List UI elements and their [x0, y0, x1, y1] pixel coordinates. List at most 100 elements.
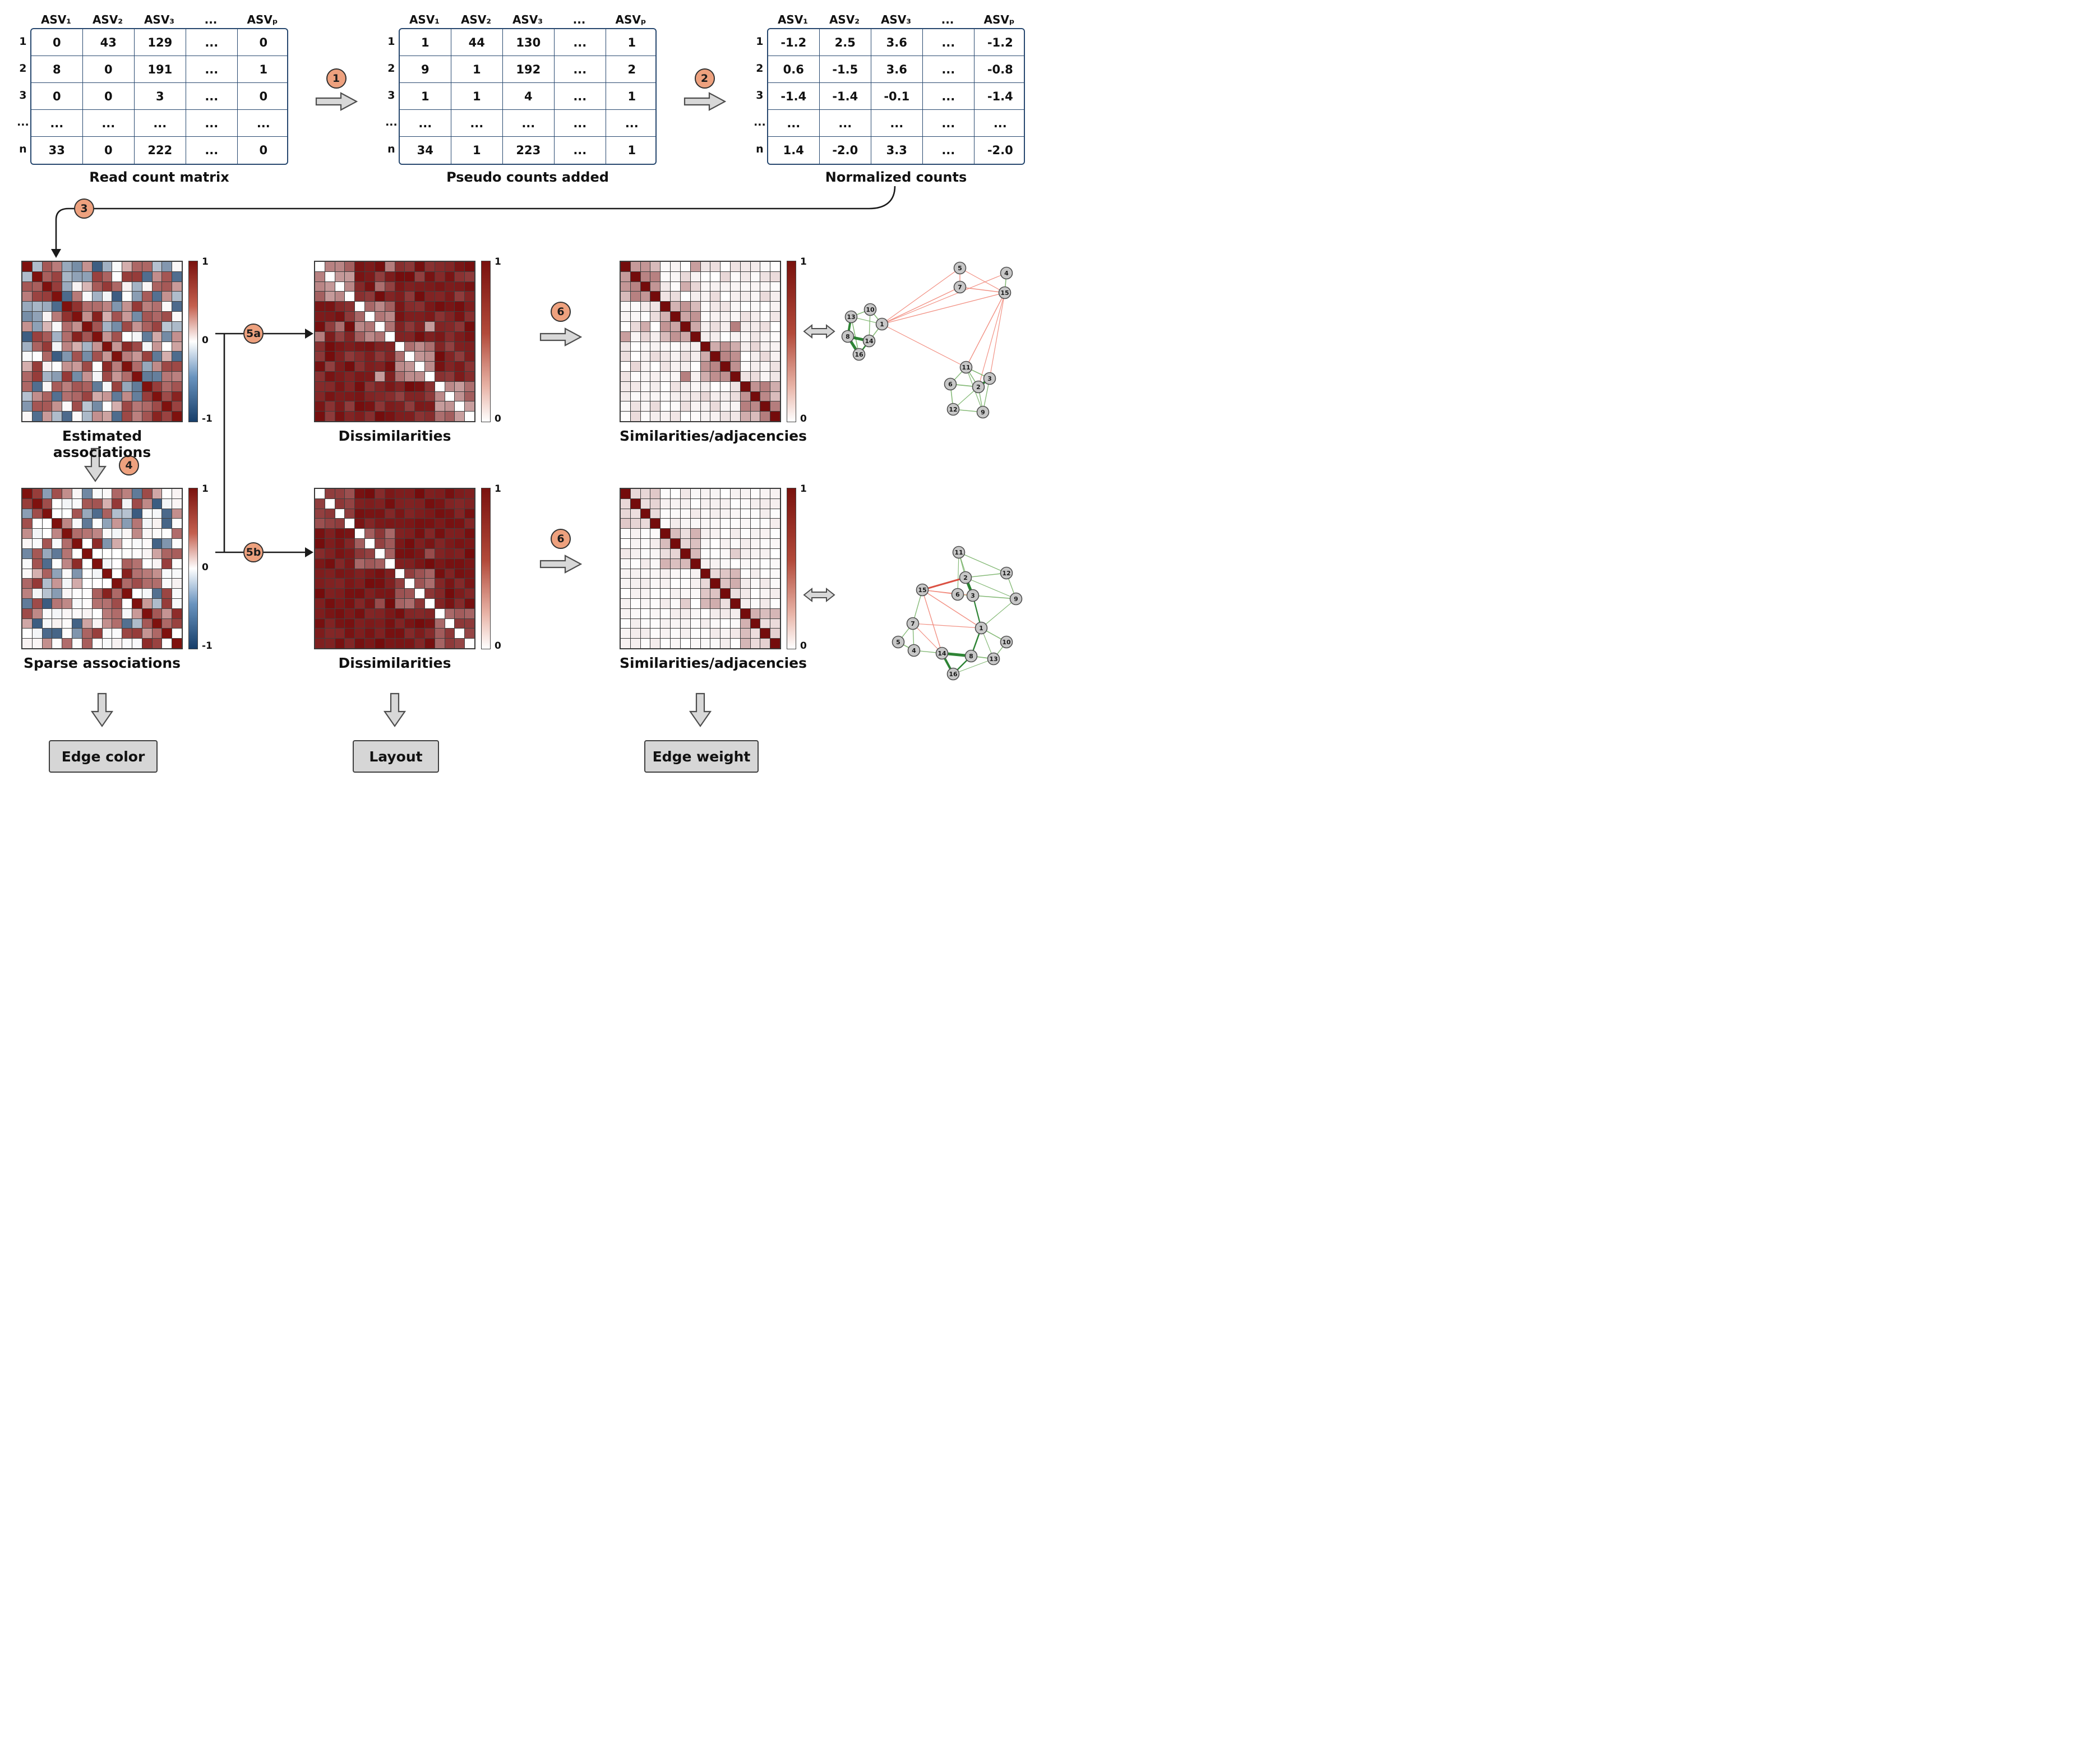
heatmap-cell	[630, 529, 640, 539]
heatmap-cell	[32, 629, 42, 639]
heatmap-cell	[770, 539, 780, 548]
heatmap-cell	[750, 529, 760, 539]
heatmap-cell	[730, 292, 740, 302]
heatmap-cell	[92, 629, 102, 639]
heatmap-cell	[690, 598, 700, 608]
heatmap-cell	[112, 341, 122, 352]
heatmap-cell	[102, 391, 112, 401]
network-edge	[881, 287, 960, 325]
heatmap-cell	[32, 618, 42, 629]
heatmap-cell	[122, 271, 132, 281]
heatmap-cell	[435, 312, 445, 321]
heatmap-cell	[435, 331, 445, 341]
heatmap-cell	[640, 352, 650, 362]
heatmap-cell	[760, 401, 770, 412]
heatmap-cell	[424, 412, 435, 421]
heatmap-cell	[375, 519, 385, 529]
heatmap-cell	[455, 321, 465, 331]
heatmap-cell	[142, 539, 152, 548]
heatmap-cell	[82, 519, 92, 529]
table-cell: 0	[237, 83, 287, 110]
heatmap-cell	[405, 589, 415, 598]
heatmap-cell	[640, 618, 650, 629]
heatmap-cell	[102, 598, 112, 608]
network-node: 15	[916, 583, 929, 597]
heatmap-cell	[465, 529, 474, 539]
heatmap-cell	[82, 271, 92, 281]
heatmap-cell	[365, 579, 375, 589]
heatmap-cell	[385, 331, 395, 341]
heatmap-cell	[424, 362, 435, 371]
heatmap-cell	[102, 548, 112, 558]
heatmap-cell	[720, 262, 730, 271]
heatmap-cell	[680, 281, 690, 292]
heatmap-cell	[445, 401, 455, 412]
heatmap-cell	[630, 321, 640, 331]
heatmap-cell	[172, 509, 182, 519]
heatmap-cell	[82, 281, 92, 292]
heatmap-cell	[122, 618, 132, 629]
heatmap-cell	[700, 281, 710, 292]
column-header: ASV₁	[40, 13, 72, 26]
heatmap-cell	[750, 558, 760, 569]
heatmap-cell	[162, 281, 172, 292]
step-1-group: 1	[314, 68, 359, 111]
heatmap-cell	[102, 529, 112, 539]
heatmap-cell	[661, 371, 671, 381]
heatmap-cell	[720, 271, 730, 281]
heatmap-cell	[315, 608, 325, 618]
network-edge	[922, 589, 973, 596]
table-cell: -1.4	[768, 83, 820, 110]
heatmap-cell	[315, 498, 325, 509]
heatmap-cell	[730, 489, 740, 498]
heatmap-cell	[770, 618, 780, 629]
heatmap-cell	[335, 629, 345, 639]
heatmap-cell	[465, 362, 474, 371]
node-circle	[953, 261, 967, 275]
heatmap-cell	[760, 292, 770, 302]
heatmap-cell	[720, 548, 730, 558]
network-node: 12	[1000, 566, 1013, 580]
heatmap-cell	[630, 569, 640, 579]
heatmap-cell	[112, 569, 122, 579]
heatmap-cell	[395, 381, 405, 391]
table-cell: ...	[819, 110, 871, 137]
heatmap-cell	[661, 608, 671, 618]
heatmap-cell	[355, 569, 365, 579]
heatmap-cell	[62, 331, 72, 341]
heatmap-cell	[395, 608, 405, 618]
heatmap-cell	[325, 548, 335, 558]
heatmap-cell	[315, 331, 325, 341]
heatmap-cell	[142, 321, 152, 331]
heatmap-cell	[152, 498, 162, 509]
row-header: 3	[387, 89, 395, 101]
heatmap-cell	[690, 362, 700, 371]
heatmap-cell	[82, 629, 92, 639]
network-node: 5	[953, 261, 967, 275]
heatmap-cell	[750, 579, 760, 589]
heatmap-cell	[650, 608, 661, 618]
heatmap-cell	[325, 352, 335, 362]
heatmap-cell	[315, 262, 325, 271]
colorbar-sequential	[787, 488, 796, 649]
heatmap-cell	[720, 529, 730, 539]
heatmap-cell	[405, 341, 415, 352]
heatmap-cell	[680, 331, 690, 341]
network-node: 2	[972, 380, 985, 394]
heatmap-cell	[405, 381, 415, 391]
heatmap-cell	[671, 262, 680, 271]
heatmap-cell	[455, 271, 465, 281]
heatmap-cell	[435, 362, 445, 371]
node-circle	[944, 377, 957, 391]
heatmap-cell	[650, 629, 661, 639]
heatmap-cell	[355, 412, 365, 421]
heatmap-cell	[720, 371, 730, 381]
heatmap-cell	[112, 539, 122, 548]
heatmap-cell	[770, 529, 780, 539]
heatmap-cell	[435, 271, 445, 281]
heatmap-cell	[375, 281, 385, 292]
heatmap-cell	[172, 529, 182, 539]
heatmap-cell	[671, 401, 680, 412]
